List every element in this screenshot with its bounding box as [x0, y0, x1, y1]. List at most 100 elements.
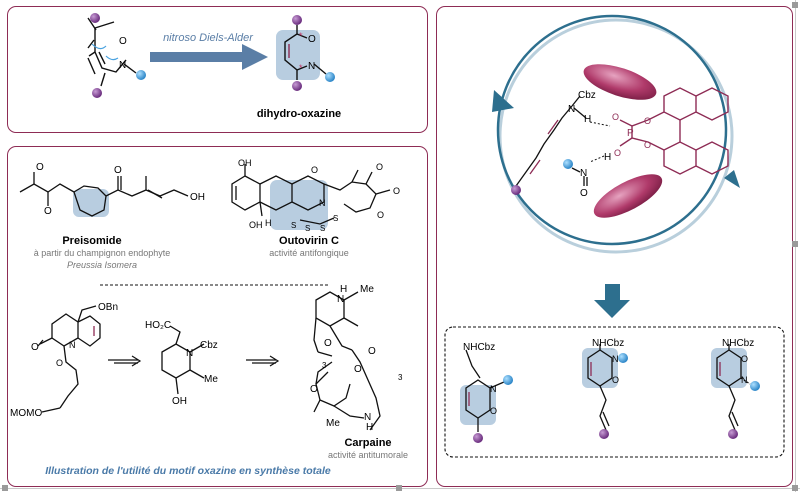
me-label: Me — [204, 374, 218, 385]
cycle-arrowhead — [724, 170, 740, 188]
outovirin-oh-top: OH — [238, 158, 252, 168]
carpaine-name: Carpaine — [344, 437, 391, 449]
purple-substituent-ball — [90, 13, 100, 23]
blue-substituent-ball — [325, 72, 335, 82]
blue-substituent-ball — [563, 159, 573, 169]
carpaine-h-bottom: H — [366, 422, 373, 433]
oh-label: OH — [172, 396, 187, 407]
substrate-n-label: N — [568, 104, 575, 115]
multistep-arrow — [108, 355, 142, 367]
panel-reaction — [7, 6, 428, 133]
preisomide-origin: à partir du champignon endophyte — [34, 248, 171, 258]
carpaine-me-bottom: Me — [326, 418, 340, 429]
product-n-label: N — [490, 384, 497, 394]
outovirin-name: Outovirin C — [279, 235, 339, 247]
h-bond — [589, 155, 605, 163]
outovirin-n-label: N — [319, 198, 326, 208]
preisomide-o-label: O — [36, 162, 44, 173]
product-o-label: O — [490, 406, 497, 416]
reaction-arrow — [150, 44, 268, 70]
preisomide-structure — [19, 172, 189, 217]
lactam-o2-label: O — [56, 358, 63, 368]
h-bond — [589, 121, 611, 127]
resize-handle-top-right[interactable] — [792, 2, 798, 8]
catalyst-aryl-group — [593, 174, 663, 218]
carpaine-h-top: H — [340, 284, 347, 295]
catalyst-aryl-group — [583, 64, 657, 100]
carpaine-n-top: N — [337, 294, 344, 305]
catalyst-o-label: O — [644, 116, 651, 126]
nitroso-compound — [571, 167, 588, 186]
bicyclic-start-structure — [37, 305, 101, 413]
carpaine-sub: 3 — [398, 373, 403, 382]
outovirin-oh-bottom: OH — [249, 220, 263, 230]
cycle-shadow — [498, 18, 734, 254]
product-3 — [716, 344, 751, 431]
outovirin-structure — [231, 164, 391, 225]
stereo-mark: * — [299, 63, 303, 73]
product-2 — [587, 344, 613, 431]
outovirin-activity: activité antifongique — [269, 248, 349, 258]
reactant-n-label: N — [119, 60, 126, 71]
diene-carbamate — [515, 95, 587, 187]
resize-handle-mid-right[interactable] — [792, 241, 798, 247]
product-nhcbz: NHCbz — [592, 338, 624, 349]
catalyst-o-label: O — [644, 140, 651, 150]
piperidine-n-label: N — [186, 348, 193, 359]
carpaine-me-top: Me — [360, 284, 374, 295]
cbz-label: Cbz — [200, 340, 218, 351]
outovirin-s-label: S — [291, 221, 296, 230]
resize-handle-bottom-mid[interactable] — [396, 485, 402, 491]
nitroso-n-label: N — [580, 168, 587, 179]
product-ring-highlight — [582, 348, 618, 388]
lactam-n-label: N — [69, 340, 76, 350]
carpaine-structure — [313, 291, 381, 431]
purple-substituent-ball — [599, 429, 609, 439]
purple-substituent-ball — [473, 433, 483, 443]
preisomide-o-label: O — [114, 165, 122, 176]
nitroso-o-label: O — [580, 188, 588, 199]
product-nhcbz: NHCbz — [722, 338, 754, 349]
resize-handle-bottom-right[interactable] — [792, 485, 798, 491]
outovirin-o-label: O — [311, 165, 318, 175]
preisomide-name: Preisomide — [62, 235, 121, 247]
preisomide-ring-highlight — [73, 189, 109, 217]
carpaine-o-label: O — [324, 338, 332, 349]
blue-substituent-ball — [503, 375, 513, 385]
product-n-label: N — [308, 61, 315, 72]
product-nhcbz: NHCbz — [463, 342, 495, 353]
down-arrow — [594, 284, 630, 318]
reaction-arrow-label: nitroso Diels-Alder — [163, 32, 254, 44]
products-box — [444, 326, 785, 458]
carpaine-o-label: O — [310, 384, 318, 395]
phosphorus-label: P — [627, 128, 634, 139]
oxazine-ring-highlight — [276, 30, 320, 80]
carpaine-activity: activité antitumorale — [328, 450, 408, 460]
product-n-label: N — [741, 375, 748, 385]
cbz-label: Cbz — [578, 90, 596, 101]
purple-substituent-ball — [728, 429, 738, 439]
blue-substituent-ball — [618, 353, 628, 363]
piperidine-intermediate — [161, 325, 205, 395]
resize-handle-bottom-left[interactable] — [2, 485, 8, 491]
preisomide-o-label: O — [44, 206, 52, 217]
oxazine-product — [284, 25, 327, 80]
preisomide-species: Preussia Isomera — [67, 260, 137, 270]
product-ring-highlight — [711, 348, 747, 388]
outovirin-s-label: S — [305, 224, 310, 233]
cycle-arrowhead — [492, 90, 514, 112]
purple-substituent-ball — [292, 15, 302, 25]
outovirin-s-label: S — [333, 214, 338, 223]
outovirin-o-label: O — [377, 210, 384, 220]
product-o-label: O — [308, 34, 316, 45]
purple-substituent-ball — [292, 81, 302, 91]
carpaine-o-label: O — [368, 346, 376, 357]
purple-substituent-ball — [511, 185, 521, 195]
outovirin-s-label: S — [320, 224, 325, 233]
preisomide-oh-label: OH — [190, 192, 205, 203]
multistep-arrow — [246, 355, 280, 367]
product-1 — [465, 349, 505, 432]
lactam-o-label: O — [31, 342, 39, 353]
